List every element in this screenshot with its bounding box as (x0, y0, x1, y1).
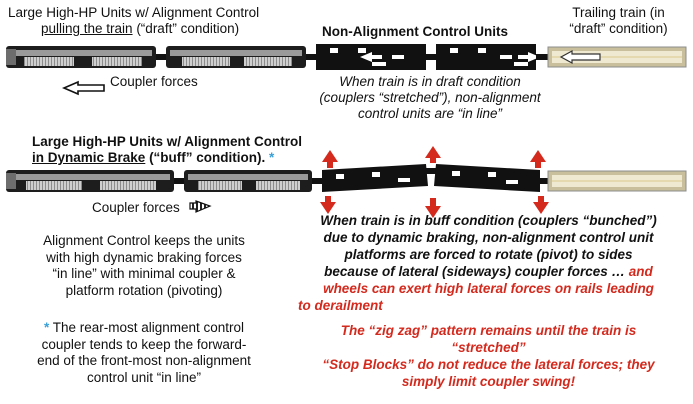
bottom-non-alignment-unit-2 (434, 164, 540, 192)
lateral-arrow-down-icon (425, 198, 441, 218)
top-coupler-3 (426, 54, 436, 60)
lateral-arrow-up-icon (425, 146, 441, 163)
lateral-arrow-down-left-icon (320, 196, 336, 214)
trailing-line2: “draft” condition) (569, 21, 668, 36)
zigzag-line1: The “zig zag” pattern remains until the … (340, 323, 637, 338)
draft-note-line2: (couplers “stretched”), non-alignment (319, 90, 541, 105)
zigzag-warning: The “zig zag” pattern remains until the … (286, 322, 691, 390)
bottom-heading-line1: Large High-HP Units w/ Alignment Control (32, 134, 302, 149)
bottom-heading-rest: (“buff” condition). (145, 150, 266, 165)
buff-note-line1: When train is in buff condition (coupler… (320, 213, 657, 228)
non-alignment-label: Non-Alignment Control Units (322, 24, 508, 39)
draft-note-line1: When train is in draft condition (339, 74, 521, 89)
bottom-coupler-2 (312, 178, 322, 184)
top-coupler-forces-label: Coupler forces (110, 74, 198, 89)
bottom-loco-2 (184, 170, 312, 192)
draft-note-line3: control units are “in line” (357, 106, 503, 121)
top-draft-note: When train is in draft condition (couple… (300, 74, 560, 122)
align-note-line1: Alignment Control keeps the units (43, 233, 245, 248)
trailing-pull-arrow (559, 49, 601, 65)
align-note-line3: “in line” with minimal coupler & (52, 266, 236, 281)
top-heading-line1: Large High-HP Units w/ Alignment Control (8, 5, 260, 20)
lateral-arrow-up-right-icon (530, 150, 546, 168)
bottom-coupler-forces-label: Coupler forces (92, 200, 180, 215)
top-coupler-4 (536, 54, 548, 60)
lateral-force-arrows (320, 146, 549, 218)
buff-condition-note: When train is in buff condition (coupler… (286, 212, 691, 314)
buff-note-line2: due to dynamic braking, non-alignment co… (323, 230, 654, 245)
footnote-line4: control unit “in line” (86, 369, 202, 385)
buff-note-line4: because of lateral (sideways) coupler fo… (324, 264, 653, 279)
footnote-line3: end of the front-most non-alignment (37, 353, 251, 368)
top-force-arrow-right-1 (518, 52, 540, 62)
footnote: * The rear-most alignment control couple… (10, 320, 278, 386)
top-force-arrow-left-1 (360, 52, 382, 62)
footnote-asterisk: * (43, 320, 50, 335)
alignment-control-note: Alignment Control keeps the units with h… (10, 233, 278, 299)
trailing-line1: Trailing train (in (572, 5, 665, 20)
top-heading-rest: (“draft” condition) (132, 21, 240, 36)
bottom-coupler-forces-arrow-icon (189, 200, 212, 213)
bottom-coupler-3 (426, 168, 436, 174)
top-heading-underlined: pulling the train (41, 21, 133, 36)
asterisk-marker: * (269, 150, 275, 165)
top-coupler-1 (156, 54, 166, 60)
bottom-trailing-car (547, 170, 687, 192)
zigzag-line3: “Stop Blocks” do not reduce the lateral … (322, 357, 655, 372)
bottom-non-alignment-unit-1 (322, 164, 428, 192)
footnote-line1: * The rear-most alignment control (43, 320, 245, 335)
bottom-train (6, 146, 687, 218)
lateral-arrow-down-right-icon (533, 196, 549, 214)
bottom-heading-underlined: in Dynamic Brake (32, 150, 146, 165)
lateral-arrow-up-left-icon (322, 150, 338, 168)
bottom-heading: Large High-HP Units w/ Alignment Control… (32, 134, 332, 166)
top-heading-line2: pulling the train (“draft” condition) (8, 21, 318, 37)
top-heading: Large High-HP Units w/ Alignment Control… (8, 5, 318, 37)
bottom-coupler-1 (174, 178, 184, 184)
buff-note-line3: platforms are forced to rotate (pivot) t… (344, 247, 633, 262)
top-train (6, 44, 687, 70)
zigzag-line4: simply limit coupler swing! (401, 374, 576, 389)
bottom-loco-1 (6, 170, 174, 192)
top-loco-1 (6, 46, 156, 68)
buff-note-line5: wheels can exert high lateral forces on … (323, 281, 654, 296)
bottom-heading-line2: in Dynamic Brake (“buff” condition). * (32, 150, 332, 166)
align-note-line2: with high dynamic braking forces (46, 249, 242, 265)
zigzag-line2: “stretched” (451, 340, 526, 355)
buff-note-line6: to derailment (298, 298, 383, 313)
top-coupler-forces-arrow-icon (61, 80, 105, 96)
bottom-coupler-4 (540, 178, 548, 184)
footnote-line2: coupler tends to keep the forward- (41, 336, 247, 352)
align-note-line4: platform rotation (pivoting) (65, 282, 223, 298)
top-coupler-2 (306, 54, 316, 60)
trailing-train-label: Trailing train (in “draft” condition) (546, 5, 691, 37)
top-loco-2 (166, 46, 306, 68)
